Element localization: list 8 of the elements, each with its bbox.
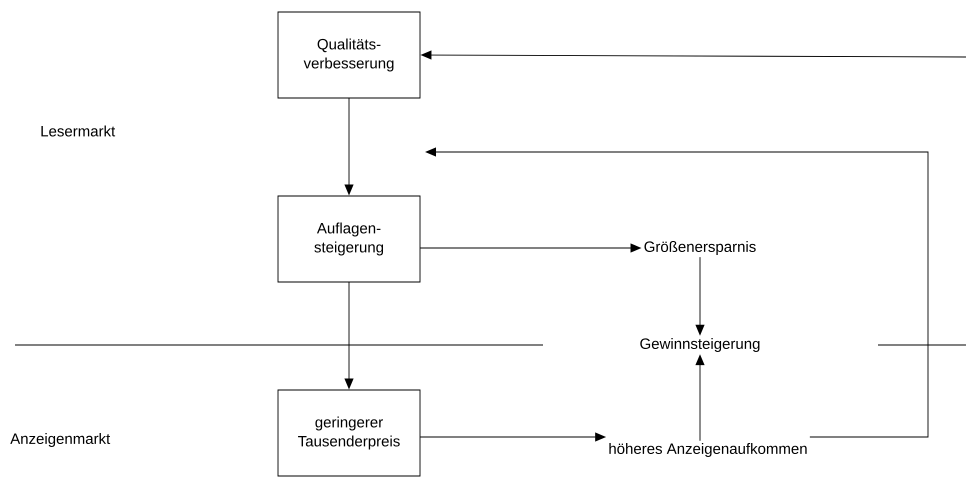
node-text: Gewinnsteigerung [640,338,760,352]
process-box: Auflagen- steigerung [278,196,420,282]
region-label: Lesermarkt [41,126,116,136]
process-box: geringerer Tausenderpreis [278,390,420,476]
region-label: Anzeigenmarkt [10,433,110,447]
node-text: höheres Anzeigenaufkommen [609,443,807,457]
process-box: Qualitäts- verbesserung [278,12,420,98]
node-text: Größenersparnis [644,241,756,255]
